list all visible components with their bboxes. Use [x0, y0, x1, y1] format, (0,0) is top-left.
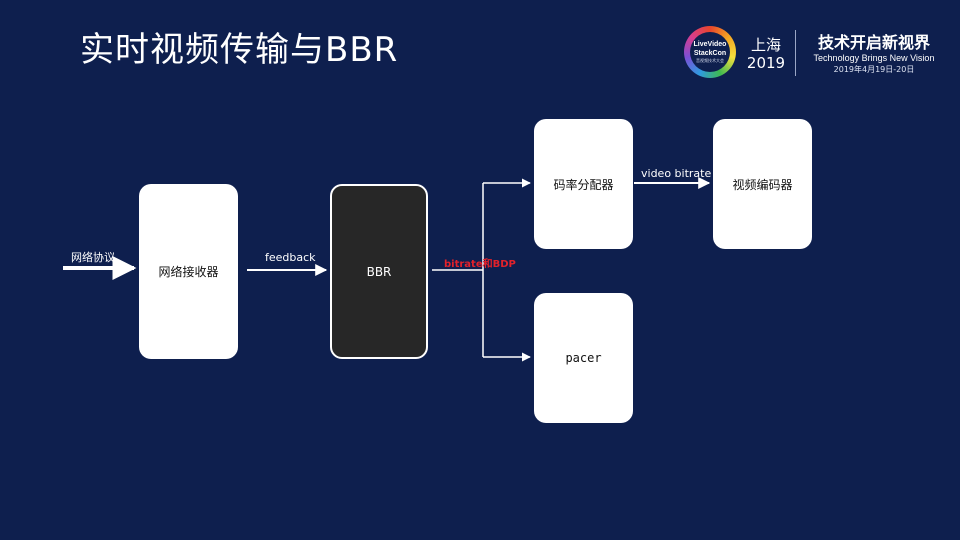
event-year: 2019	[746, 54, 786, 72]
event-slogan: 技术开启新视界 Technology Brings New Vision 201…	[806, 33, 942, 75]
node-pacer-label: pacer	[565, 351, 602, 365]
node-bbr: BBR	[330, 184, 428, 359]
edge-label-video-bitrate: video bitrate	[641, 167, 712, 180]
logo-text: LiveVideo StackCon 音视频技术大会	[690, 32, 730, 72]
event-city: 上海	[750, 36, 781, 54]
node-video-encoder-label: 视频编码器	[732, 177, 793, 192]
slogan-en: Technology Brings New Vision	[813, 53, 935, 63]
edge-label-feedback: feedback	[265, 251, 316, 264]
edge-label-network-protocol: 网络协议	[71, 251, 115, 264]
conference-logo: LiveVideo StackCon 音视频技术大会	[684, 26, 736, 78]
node-bitrate-allocator-label: 码率分配器	[553, 177, 614, 192]
node-bitrate-allocator: 码率分配器	[534, 119, 633, 249]
event-date: 2019年4月19日-20日	[833, 65, 915, 74]
edge-label-bitrate-bdp: bitrate和BDP	[444, 259, 516, 270]
node-pacer: pacer	[534, 293, 633, 423]
node-bbr-label: BBR	[366, 264, 392, 279]
event-location: 上海 2019	[744, 36, 788, 72]
node-video-encoder: 视频编码器	[713, 119, 812, 249]
slide-title: 实时视频传输与BBR	[80, 30, 399, 70]
node-network-receiver-label: 网络接收器	[158, 265, 219, 279]
slogan-cn: 技术开启新视界	[817, 33, 930, 52]
header-divider	[795, 30, 796, 76]
node-network-receiver: 网络接收器	[139, 184, 238, 359]
